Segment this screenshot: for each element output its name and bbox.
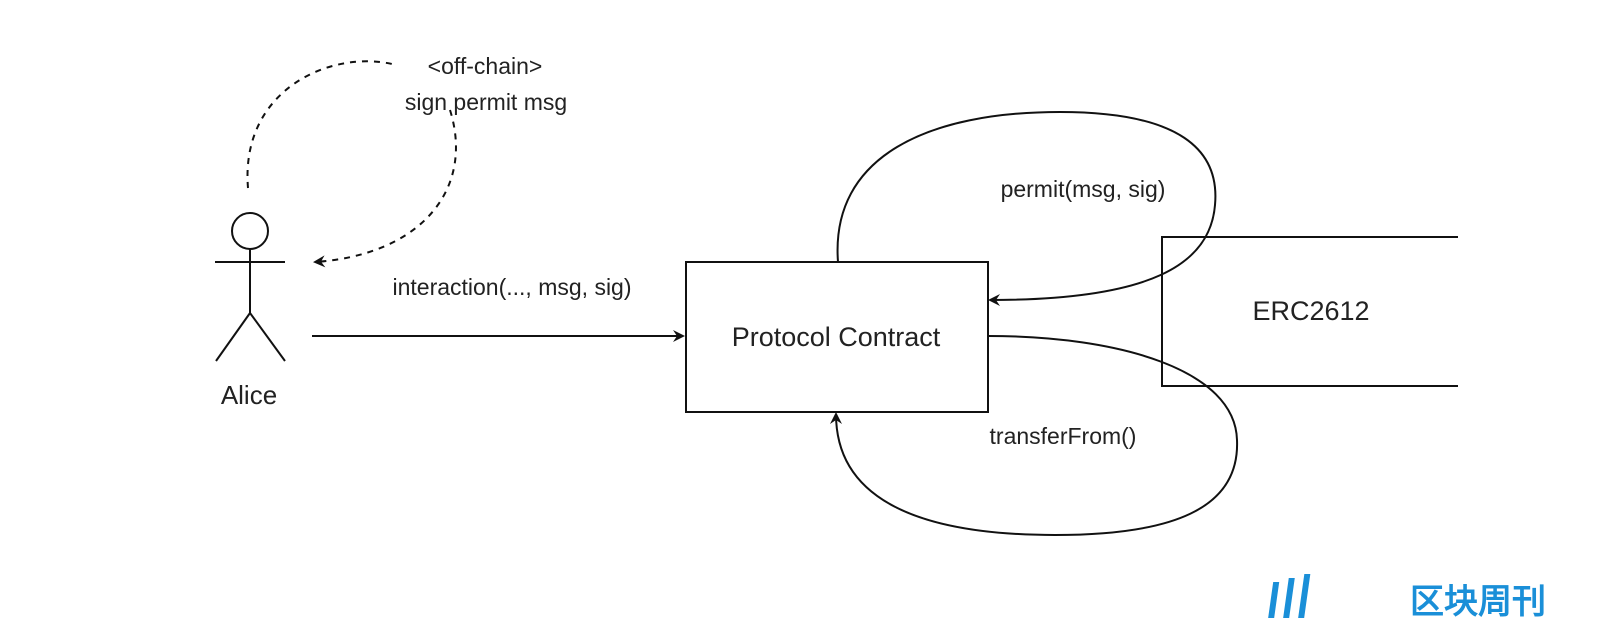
permit-label: permit(msg, sig) — [1001, 176, 1166, 202]
erc2612-box — [1161, 236, 1458, 387]
transferfrom-arrow — [830, 335, 1239, 537]
watermark-icon — [1268, 574, 1311, 618]
erc2612-label: ERC2612 — [1252, 296, 1369, 326]
transferfrom-label: transferFrom() — [990, 423, 1137, 449]
actor-head — [231, 212, 269, 250]
permit-arrow — [836, 110, 1217, 306]
protocol-contract-box — [685, 261, 989, 413]
offchain-loop-arrow — [246, 60, 457, 262]
offchain-label: <off-chain> — [428, 53, 543, 79]
actor-label: Alice — [221, 380, 277, 410]
alice-actor — [215, 212, 286, 362]
interaction-label: interaction(..., msg, sig) — [392, 274, 631, 300]
watermark-logo: 区块周刊 — [1268, 574, 1546, 622]
actor-right-leg — [249, 312, 286, 362]
actor-left-leg — [215, 312, 251, 362]
protocol-contract-label: Protocol Contract — [732, 322, 941, 352]
watermark-text: 区块周刊 — [1410, 582, 1546, 622]
sign-permit-label: sign permit msg — [405, 89, 567, 115]
